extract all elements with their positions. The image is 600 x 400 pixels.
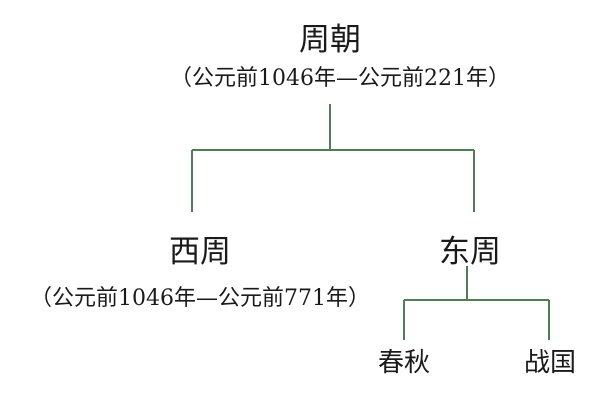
west-zhou-period: （公元前1046年—公元前771年） (30, 286, 370, 311)
west-zhou-title: 西周 (169, 234, 231, 270)
spring-autumn-node: 春秋 (377, 348, 430, 378)
root-node-title: 周朝 (299, 22, 361, 58)
warring-states-node: 战国 (523, 348, 576, 378)
root-node-period: （公元前1046年—公元前221年） (170, 66, 510, 91)
east-zhou-title: 东周 (439, 234, 501, 270)
